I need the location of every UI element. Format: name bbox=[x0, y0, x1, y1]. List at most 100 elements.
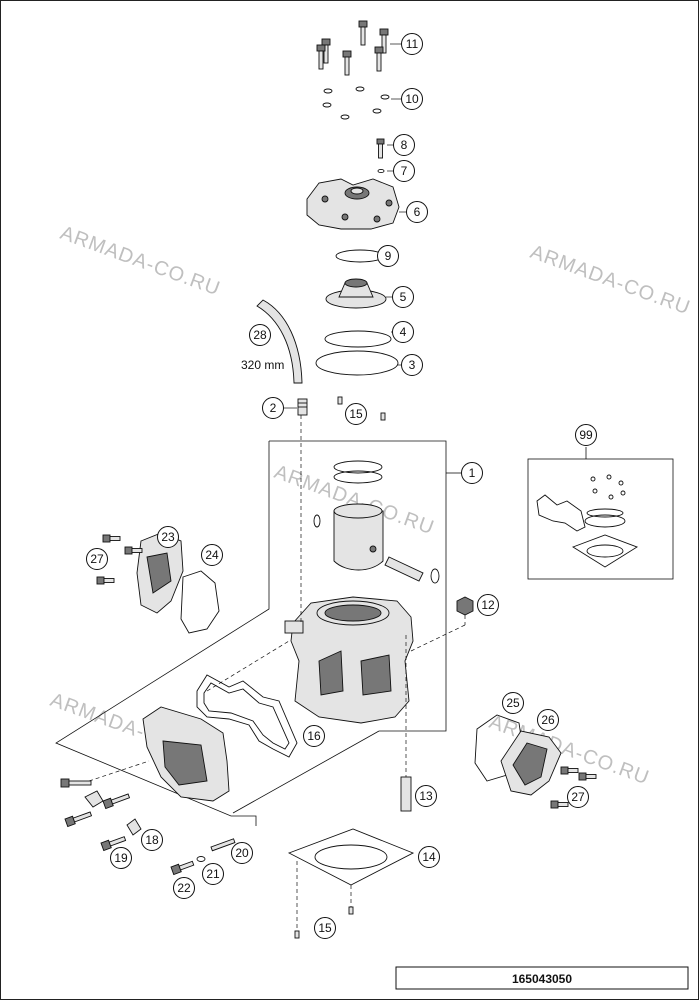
callout-label: 25 bbox=[506, 696, 520, 710]
callout-label: 6 bbox=[414, 205, 421, 219]
callout-label: 15 bbox=[349, 407, 363, 421]
callout-20: 20 bbox=[231, 842, 253, 864]
callout-label: 22 bbox=[177, 881, 191, 895]
dowel-pin bbox=[380, 412, 386, 421]
callout-label: 24 bbox=[205, 548, 219, 562]
nut bbox=[456, 596, 474, 616]
dowel-pin bbox=[337, 396, 343, 405]
callout-1: 1 bbox=[461, 462, 483, 484]
dowel-pin bbox=[294, 930, 300, 939]
bolt bbox=[64, 811, 93, 828]
piston-pin bbox=[384, 556, 424, 582]
callout-18: 18 bbox=[141, 829, 163, 851]
o-ring-outer bbox=[315, 350, 399, 376]
callout-label: 28 bbox=[253, 328, 267, 342]
bolt bbox=[578, 772, 597, 781]
callout-label: 8 bbox=[401, 138, 408, 152]
gasket-kit-box bbox=[527, 447, 674, 580]
piston-ring bbox=[333, 470, 383, 484]
callout-15: 15 bbox=[314, 917, 336, 939]
callout-2: 2 bbox=[262, 397, 284, 419]
callout-9: 9 bbox=[377, 245, 399, 267]
callout-label: 27 bbox=[571, 790, 585, 804]
callout-28: 28 bbox=[249, 324, 271, 346]
bolt-19 bbox=[60, 778, 92, 788]
watermark: ARMADA-CO.RU bbox=[57, 222, 223, 300]
cover-gasket-left bbox=[180, 570, 220, 634]
callout-label: 2 bbox=[270, 401, 277, 415]
callouts-layer: 11 10 8 7 6 9 5 28 4 3 2 15 99 1 23 24 27 12 25 26 16 13 27 18 2… bbox=[86, 33, 597, 939]
circlip bbox=[430, 568, 440, 584]
callout-label: 3 bbox=[409, 358, 416, 372]
exhaust-valve-cover-left bbox=[136, 532, 184, 614]
callout-label: 15 bbox=[318, 921, 332, 935]
bolt-22 bbox=[170, 860, 195, 876]
cylinder-head bbox=[306, 178, 400, 230]
callout-label: 16 bbox=[307, 729, 321, 743]
callout-6: 6 bbox=[406, 201, 428, 223]
stud bbox=[400, 776, 412, 812]
washer bbox=[196, 856, 206, 862]
callout-label: 9 bbox=[385, 249, 392, 263]
bolt bbox=[124, 546, 143, 555]
drawing-number: 165043050 bbox=[512, 972, 572, 986]
circlip bbox=[313, 514, 321, 528]
callout-label: 7 bbox=[401, 164, 408, 178]
piston bbox=[333, 503, 384, 571]
callout-8: 8 bbox=[393, 134, 415, 156]
drawing-number-box: 165043050 bbox=[395, 966, 689, 990]
cylinder bbox=[284, 596, 414, 724]
bolt bbox=[550, 800, 569, 809]
watermark: ARMADA-CO.RU bbox=[527, 241, 693, 319]
callout-label: 5 bbox=[400, 290, 407, 304]
callout-label: 14 bbox=[422, 850, 436, 864]
base-gasket bbox=[287, 828, 415, 886]
callout-24: 24 bbox=[201, 544, 223, 566]
callout-label: 1 bbox=[469, 466, 476, 480]
callout-4: 4 bbox=[392, 321, 414, 343]
callout-label: 26 bbox=[541, 713, 555, 727]
head-insert bbox=[325, 278, 387, 309]
small-bolt bbox=[376, 138, 385, 159]
callout-25: 25 bbox=[502, 692, 524, 714]
callout-19: 19 bbox=[110, 847, 132, 869]
callout-label: 23 bbox=[161, 530, 175, 544]
o-ring bbox=[335, 249, 385, 263]
callout-label: 12 bbox=[481, 598, 495, 612]
o-ring-inner bbox=[324, 330, 392, 348]
callout-label: 10 bbox=[405, 92, 419, 106]
bolt bbox=[102, 534, 121, 543]
callout-26: 26 bbox=[537, 709, 559, 731]
bracket bbox=[84, 790, 104, 808]
callout-label: 13 bbox=[419, 789, 433, 803]
bolt bbox=[102, 793, 131, 810]
callout-99: 99 bbox=[575, 424, 597, 446]
callout-27: 27 bbox=[86, 548, 108, 570]
callout-label: 21 bbox=[206, 867, 220, 881]
pin-20 bbox=[210, 838, 236, 852]
callout-label: 18 bbox=[145, 833, 159, 847]
callout-15: 15 bbox=[345, 403, 367, 425]
callout-10: 10 bbox=[401, 88, 423, 110]
callout-5: 5 bbox=[392, 286, 414, 308]
bolt bbox=[560, 766, 579, 775]
exhaust-flange bbox=[142, 706, 230, 802]
callout-label: 99 bbox=[579, 428, 593, 442]
callout-12: 12 bbox=[477, 594, 499, 616]
dowel-pin bbox=[348, 906, 354, 915]
callout-label: 11 bbox=[406, 37, 419, 51]
callout-label: 4 bbox=[400, 325, 407, 339]
washers bbox=[322, 86, 390, 120]
hose bbox=[256, 299, 303, 384]
cylinder-kit-frame bbox=[269, 440, 447, 732]
bolt bbox=[100, 836, 127, 852]
callout-label: 19 bbox=[114, 851, 128, 865]
bracket bbox=[126, 818, 142, 836]
callout-23: 23 bbox=[157, 526, 179, 548]
nozzle bbox=[297, 398, 308, 416]
callout-14: 14 bbox=[418, 846, 440, 868]
callout-16: 16 bbox=[303, 725, 325, 747]
hose-length-label: 320 mm bbox=[241, 358, 284, 372]
